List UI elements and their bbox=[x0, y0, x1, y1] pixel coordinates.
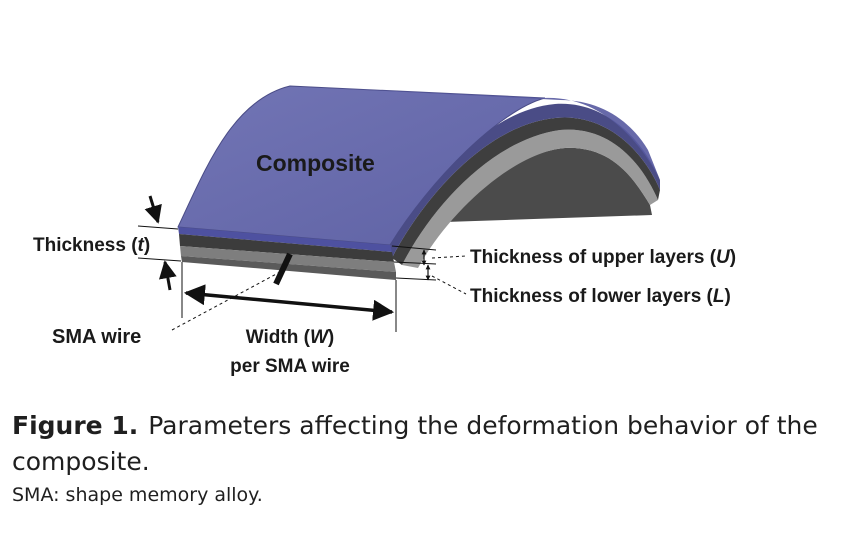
thickness-guide-bottom bbox=[137, 257, 182, 262]
caption-abbreviation: SMA: shape memory alloy. bbox=[12, 484, 263, 506]
caption-text: Parameters affecting the deformation beh… bbox=[12, 411, 818, 476]
thickness-top-arrow bbox=[144, 195, 162, 224]
upper-layers-label: Thickness of upper layers (U) bbox=[470, 247, 736, 268]
layer-guide-3 bbox=[395, 277, 437, 281]
thickness-label: Thickness (t) bbox=[33, 235, 150, 256]
caption-label: Figure 1. bbox=[12, 411, 139, 440]
width-label-line2: per SMA wire bbox=[230, 356, 350, 377]
width-label: Width (W) bbox=[246, 327, 334, 348]
sma-leader bbox=[171, 271, 281, 331]
sma-wire-label: SMA wire bbox=[52, 326, 141, 348]
upper-leader bbox=[431, 255, 467, 259]
caption-main: Figure 1.Parameters affecting the deform… bbox=[12, 408, 842, 480]
lower-layers-label: Thickness of lower layers (L) bbox=[470, 286, 731, 307]
front-layer-dark bbox=[179, 234, 394, 262]
thickness-guide-top bbox=[137, 225, 179, 230]
lower-leader bbox=[431, 275, 467, 295]
thickness-bottom-arrow bbox=[158, 260, 177, 291]
sma-wire bbox=[273, 252, 293, 286]
layer-guide-2 bbox=[393, 261, 437, 265]
inner-layer-blue bbox=[390, 103, 660, 258]
figure-caption: Figure 1.Parameters affecting the deform… bbox=[12, 408, 842, 506]
front-layer-bottom bbox=[181, 256, 396, 280]
composite-label: Composite bbox=[256, 150, 375, 176]
composite-diagram: Composite Thickness (t) Thickness of upp… bbox=[33, 85, 736, 377]
composite-underside bbox=[445, 147, 652, 222]
front-layer-blue bbox=[178, 227, 392, 252]
width-arrow bbox=[183, 284, 395, 321]
layer-guide-1 bbox=[391, 245, 437, 251]
inner-layer-light bbox=[402, 129, 658, 268]
inner-layer-dark bbox=[392, 117, 660, 266]
